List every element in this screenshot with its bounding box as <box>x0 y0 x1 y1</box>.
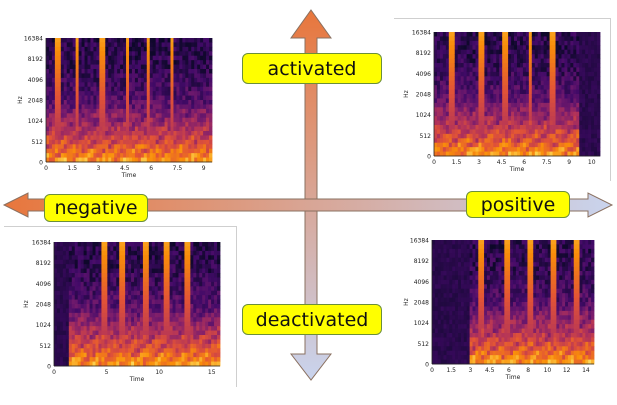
positive-label: positive <box>466 191 570 218</box>
spectrogram-cells <box>54 242 221 367</box>
x-tick-label: 9 <box>567 159 571 166</box>
y-tick-label: 16384 <box>410 238 429 245</box>
y-tick-label: 4096 <box>28 77 43 84</box>
y-axis-label: Hz <box>403 298 410 306</box>
y-tick-label: 2048 <box>28 98 43 105</box>
x-tick-label: 14 <box>582 367 590 374</box>
y-tick-label: 512 <box>418 341 430 348</box>
y-tick-label: 4096 <box>36 281 51 288</box>
y-tick-label: 2048 <box>416 92 431 99</box>
x-tick-label: 7.5 <box>542 159 552 166</box>
x-axis-label: Time <box>129 376 145 383</box>
y-tick-label: 8192 <box>36 260 51 267</box>
y-tick-label: 512 <box>32 139 44 146</box>
y-tick-label: 2048 <box>414 300 429 307</box>
x-axis-label: Time <box>121 172 137 179</box>
deactivated-label: deactivated <box>242 304 382 335</box>
y-tick-label: 1024 <box>28 118 43 125</box>
x-tick-label: 4.5 <box>120 165 130 172</box>
y-tick-label: 0 <box>427 154 431 161</box>
y-axis-label: Hz <box>403 90 410 98</box>
x-axis-label: Time <box>509 166 525 173</box>
x-tick-label: 3 <box>477 159 481 166</box>
x-tick-label: 4.5 <box>485 367 495 374</box>
y-tick-label: 16384 <box>24 36 43 43</box>
y-tick-label: 0 <box>47 364 51 371</box>
spectrogram-cells <box>432 240 595 365</box>
y-tick-label: 1024 <box>36 322 51 329</box>
spectrogram-cells <box>46 38 213 163</box>
x-tick-label: 8 <box>526 367 530 374</box>
negative-label: negative <box>44 194 148 222</box>
x-tick-label: 10 <box>544 367 552 374</box>
x-tick-label: 6 <box>522 159 526 166</box>
x-tick-label: 4.5 <box>497 159 507 166</box>
y-tick-label: 1024 <box>416 112 431 119</box>
y-tick-label: 8192 <box>414 258 429 265</box>
y-tick-label: 512 <box>40 343 52 350</box>
y-tick-label: 0 <box>425 362 429 369</box>
vertical-arrow <box>289 9 333 381</box>
x-tick-label: 7.5 <box>173 165 183 172</box>
x-tick-label: 0 <box>52 369 56 376</box>
spectrogram-top-right: 16384 8192 4096 2048 1024 512 00 1.5 3 4.5 6 7.5 9 10… <box>403 30 601 173</box>
spectrogram-cells <box>434 32 601 157</box>
y-tick-label: 4096 <box>414 279 429 286</box>
x-tick-label: 3 <box>469 367 473 374</box>
y-tick-label: 2048 <box>36 302 51 309</box>
spectrogram-top-left: 16384 8192 4096 2048 1024 512 00 1.5 3 4.5 6 7.5 9Ti… <box>17 36 213 179</box>
y-tick-label: 8192 <box>416 50 431 57</box>
x-tick-label: 1.5 <box>452 159 462 166</box>
y-tick-label: 512 <box>420 133 432 140</box>
x-axis-label: Time <box>505 374 521 381</box>
x-tick-label: 0 <box>432 159 436 166</box>
y-tick-label: 16384 <box>32 240 51 247</box>
x-tick-label: 5 <box>105 369 109 376</box>
x-tick-label: 0 <box>44 165 48 172</box>
y-tick-label: 4096 <box>416 71 431 78</box>
x-tick-label: 9 <box>202 165 206 172</box>
x-tick-label: 1.5 <box>446 367 456 374</box>
spectrogram-bottom-right: 16384 8192 4096 2048 1024 512 00 1.5 3 4.5 6 8 10 12 1… <box>403 238 595 381</box>
x-tick-label: 3 <box>97 165 101 172</box>
y-axis-label: Hz <box>17 96 24 104</box>
y-tick-label: 1024 <box>414 320 429 327</box>
y-tick-label: 8192 <box>28 56 43 63</box>
x-tick-label: 0 <box>430 367 434 374</box>
x-tick-label: 10 <box>588 159 596 166</box>
x-tick-label: 10 <box>155 369 163 376</box>
activated-label: activated <box>242 53 382 84</box>
x-tick-label: 1.5 <box>68 165 78 172</box>
x-tick-label: 6 <box>149 165 153 172</box>
x-tick-label: 12 <box>563 367 571 374</box>
horizontal-arrow <box>2 192 614 218</box>
x-tick-label: 6 <box>507 367 511 374</box>
y-axis-label: Hz <box>23 300 30 308</box>
y-tick-label: 16384 <box>412 30 431 37</box>
y-tick-label: 0 <box>39 160 43 167</box>
x-tick-label: 15 <box>208 369 216 376</box>
